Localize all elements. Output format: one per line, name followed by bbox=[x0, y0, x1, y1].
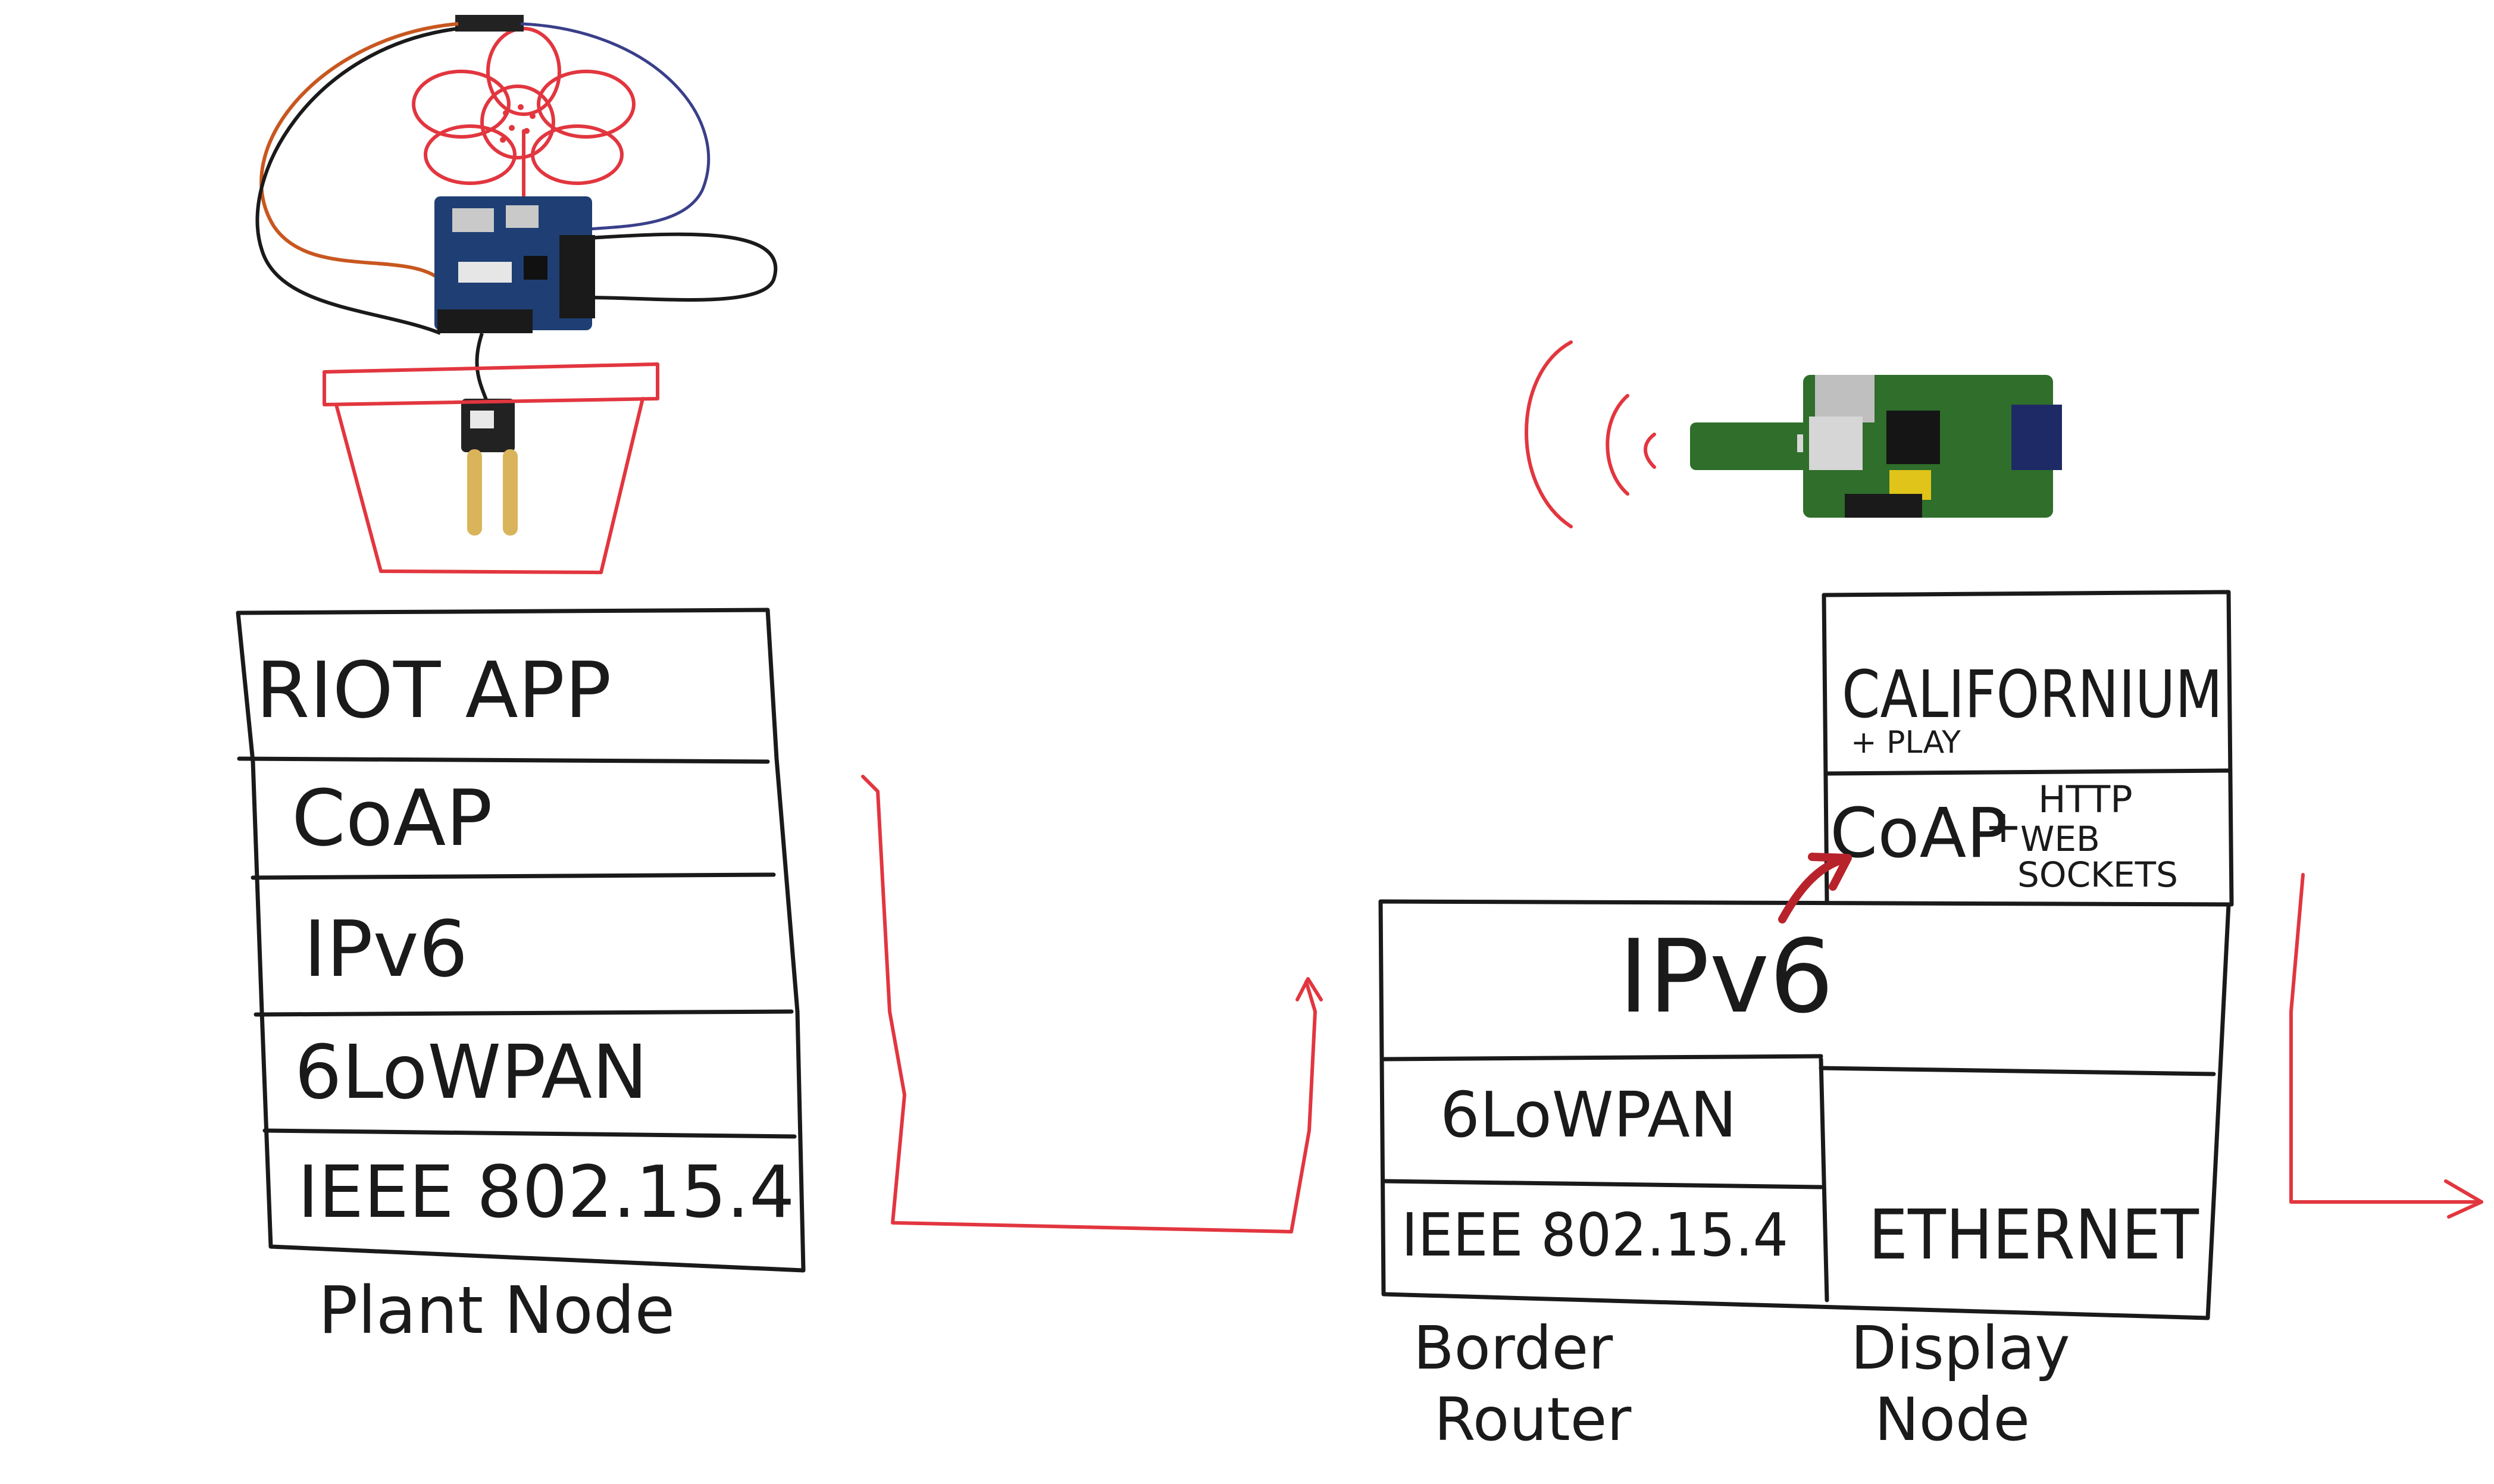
raspberry-pi-board bbox=[1803, 375, 2062, 518]
border-router-label-line1: Border bbox=[1413, 1313, 1613, 1383]
californium-sub-label: + PLAY bbox=[1851, 725, 1961, 760]
border-router-label-line2: Router bbox=[1434, 1385, 1632, 1454]
display-coap-label: CoAP bbox=[1830, 794, 2008, 874]
plant-node-layer-app: RIOT APP bbox=[256, 645, 611, 735]
display-plus-label: + bbox=[1985, 800, 2022, 853]
plant-node-layer-coap: CoAP bbox=[292, 773, 493, 863]
arrow-ipv6-to-coap bbox=[1778, 853, 1852, 923]
flower-drawing bbox=[412, 27, 636, 198]
shared-ipv6-label: IPv6 bbox=[1619, 918, 1833, 1036]
border-router-layer-ieee: IEEE 802.15.4 bbox=[1401, 1200, 1788, 1270]
connector-wires bbox=[255, 15, 778, 335]
border-router-layer-6lowpan: 6LoWPAN bbox=[1440, 1079, 1737, 1151]
sockets-label: SOCKETS bbox=[2017, 854, 2178, 895]
plant-node-stack: RIOT APP CoAP IPv6 6LoWPAN IEEE 802.15.4… bbox=[236, 608, 806, 1348]
flower-pot-drawing bbox=[323, 362, 659, 574]
border-router-and-lower-stack: IPv6 6LoWPAN IEEE 802.15.4 ETHERNET bbox=[1378, 899, 2231, 1320]
web-label: WEB bbox=[2020, 819, 2100, 859]
display-node-upper-stack: CALIFORNIUM + PLAY CoAP + HTTP WEB SOCKE… bbox=[1822, 590, 2234, 907]
link-arrow-plant-to-router bbox=[861, 775, 1323, 1233]
plant-node-layer-6lowpan: 6LoWPAN bbox=[295, 1029, 647, 1116]
plant-node-layer-ipv6: IPv6 bbox=[303, 904, 468, 994]
display-node-label-line2: Node bbox=[1875, 1385, 2030, 1454]
microcontroller-board bbox=[434, 196, 595, 333]
soil-moisture-sensor bbox=[461, 333, 518, 536]
californium-label: CALIFORNIUM bbox=[1842, 656, 2223, 732]
display-node-label-line1: Display bbox=[1851, 1313, 2070, 1383]
link-arrow-display-out bbox=[2289, 873, 2483, 1219]
plant-node-label: Plant Node bbox=[318, 1272, 675, 1348]
http-label: HTTP bbox=[2038, 778, 2133, 821]
ethernet-label: ETHERNET bbox=[1869, 1195, 2199, 1275]
plant-node-layer-ieee: IEEE 802.15.4 bbox=[298, 1151, 794, 1234]
wireless-signal-icon bbox=[1525, 340, 1656, 528]
